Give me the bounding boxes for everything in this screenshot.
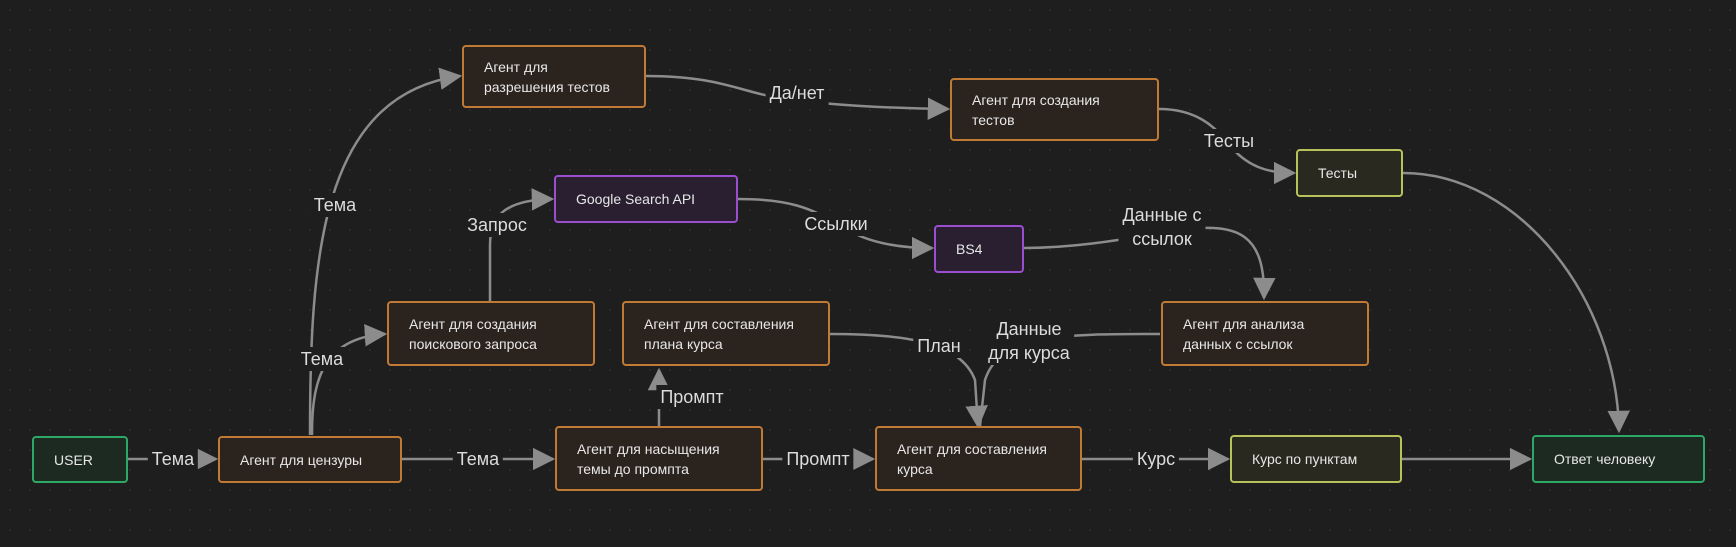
node-plan-agent[interactable]: Агент для составления плана курса <box>622 301 830 366</box>
node-human-answer[interactable]: Ответ человеку <box>1532 435 1705 483</box>
node-censor-agent-label: Агент для цензуры <box>240 451 363 468</box>
edge-label-course-data: Данные для курса <box>984 317 1074 365</box>
edge-label-query: Запрос <box>463 213 531 237</box>
node-tests-create-agent-label: Агент для создания тестов <box>972 91 1100 128</box>
node-user-label: USER <box>54 451 93 468</box>
node-user[interactable]: USER <box>32 436 128 483</box>
node-course-points-label: Курс по пунктам <box>1252 451 1358 467</box>
node-tests-label: Тесты <box>1318 165 1358 181</box>
node-course-compose-agent[interactable]: Агент для составления курса <box>875 426 1082 491</box>
node-saturation-agent[interactable]: Агент для насыщения темы до промпта <box>555 426 763 491</box>
node-bs4[interactable]: BS4 <box>934 225 1024 273</box>
node-search-query-agent-label: Агент для создания поискового запроса <box>409 315 537 352</box>
edge-tests-answer <box>1402 171 1630 434</box>
edge-label-censor-saturation: Тема <box>452 447 504 471</box>
node-tests-create-agent[interactable]: Агент для создания тестов <box>950 78 1159 141</box>
edge-label-plan: План <box>913 334 965 358</box>
edge-censor-tests-permission <box>308 67 463 436</box>
node-tests-permission-agent-label: Агент для разрешения тестов <box>484 58 610 95</box>
node-saturation-agent-label: Агент для насыщения темы до промпта <box>577 440 720 477</box>
node-censor-agent[interactable]: Агент для цензуры <box>218 436 402 483</box>
edge-label-yes-no: Да/нет <box>765 81 829 105</box>
edge-label-user-censor: Тема <box>147 447 199 471</box>
edge-label-censor-search: Тема <box>296 347 348 371</box>
node-google-search-api-label: Google Search API <box>576 191 696 207</box>
node-human-answer-label: Ответ человеку <box>1554 451 1656 467</box>
edge-label-links-data: Данные с ссылок <box>1118 203 1206 251</box>
edge-label-prompt-plan: Промпт <box>656 385 728 409</box>
node-course-compose-agent-label: Агент для составления курса <box>897 440 1047 477</box>
node-bs4-label: BS4 <box>956 241 983 257</box>
node-course-points[interactable]: Курс по пунктам <box>1230 435 1402 483</box>
node-google-search-api[interactable]: Google Search API <box>554 175 738 223</box>
node-search-query-agent[interactable]: Агент для создания поискового запроса <box>387 301 595 366</box>
edge-label-tests: Тесты <box>1199 129 1259 153</box>
edge-label-course: Курс <box>1132 447 1180 471</box>
edge-label-censor-tests: Тема <box>309 193 361 217</box>
node-analysis-agent-label: Агент для анализа данных с ссылок <box>1183 315 1305 352</box>
edge-label-links: Ссылки <box>800 212 872 236</box>
node-analysis-agent[interactable]: Агент для анализа данных с ссылок <box>1161 301 1369 366</box>
node-plan-agent-label: Агент для составления плана курса <box>644 315 794 352</box>
edge-label-prompt-course: Промпт <box>782 447 854 471</box>
node-tests[interactable]: Тесты <box>1296 149 1403 197</box>
node-tests-permission-agent[interactable]: Агент для разрешения тестов <box>462 45 646 108</box>
